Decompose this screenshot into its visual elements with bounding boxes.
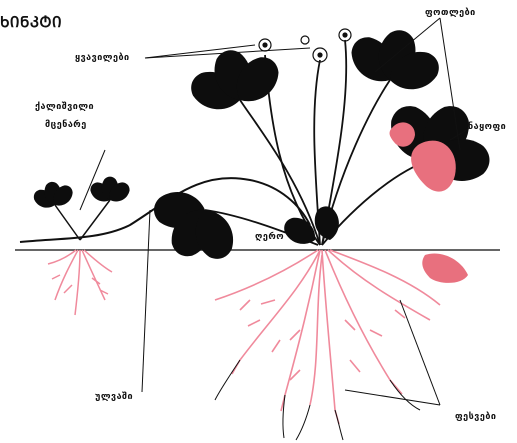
flowers	[259, 29, 351, 62]
root-tips	[215, 360, 420, 440]
fruit-ground	[422, 254, 468, 283]
main-roots	[215, 250, 440, 424]
diagram-title: ᲮᲘᲜᲙᲢᲘ	[0, 12, 62, 32]
label-stem: ღერო	[255, 232, 284, 242]
label-daughter-plant-line1: ქალიშვილი	[35, 102, 94, 112]
label-fruit: ნაყოფი	[468, 122, 506, 132]
label-daughter-plant-line2: მცენარე	[45, 120, 87, 130]
label-flowers: ყვავილები	[75, 53, 130, 63]
daughter-roots	[48, 250, 112, 315]
label-roots: ფესვები	[455, 412, 497, 422]
label-leaves: ფოთლები	[425, 8, 476, 18]
label-runners: ულვაში	[95, 392, 133, 402]
fruit-large	[411, 141, 456, 192]
